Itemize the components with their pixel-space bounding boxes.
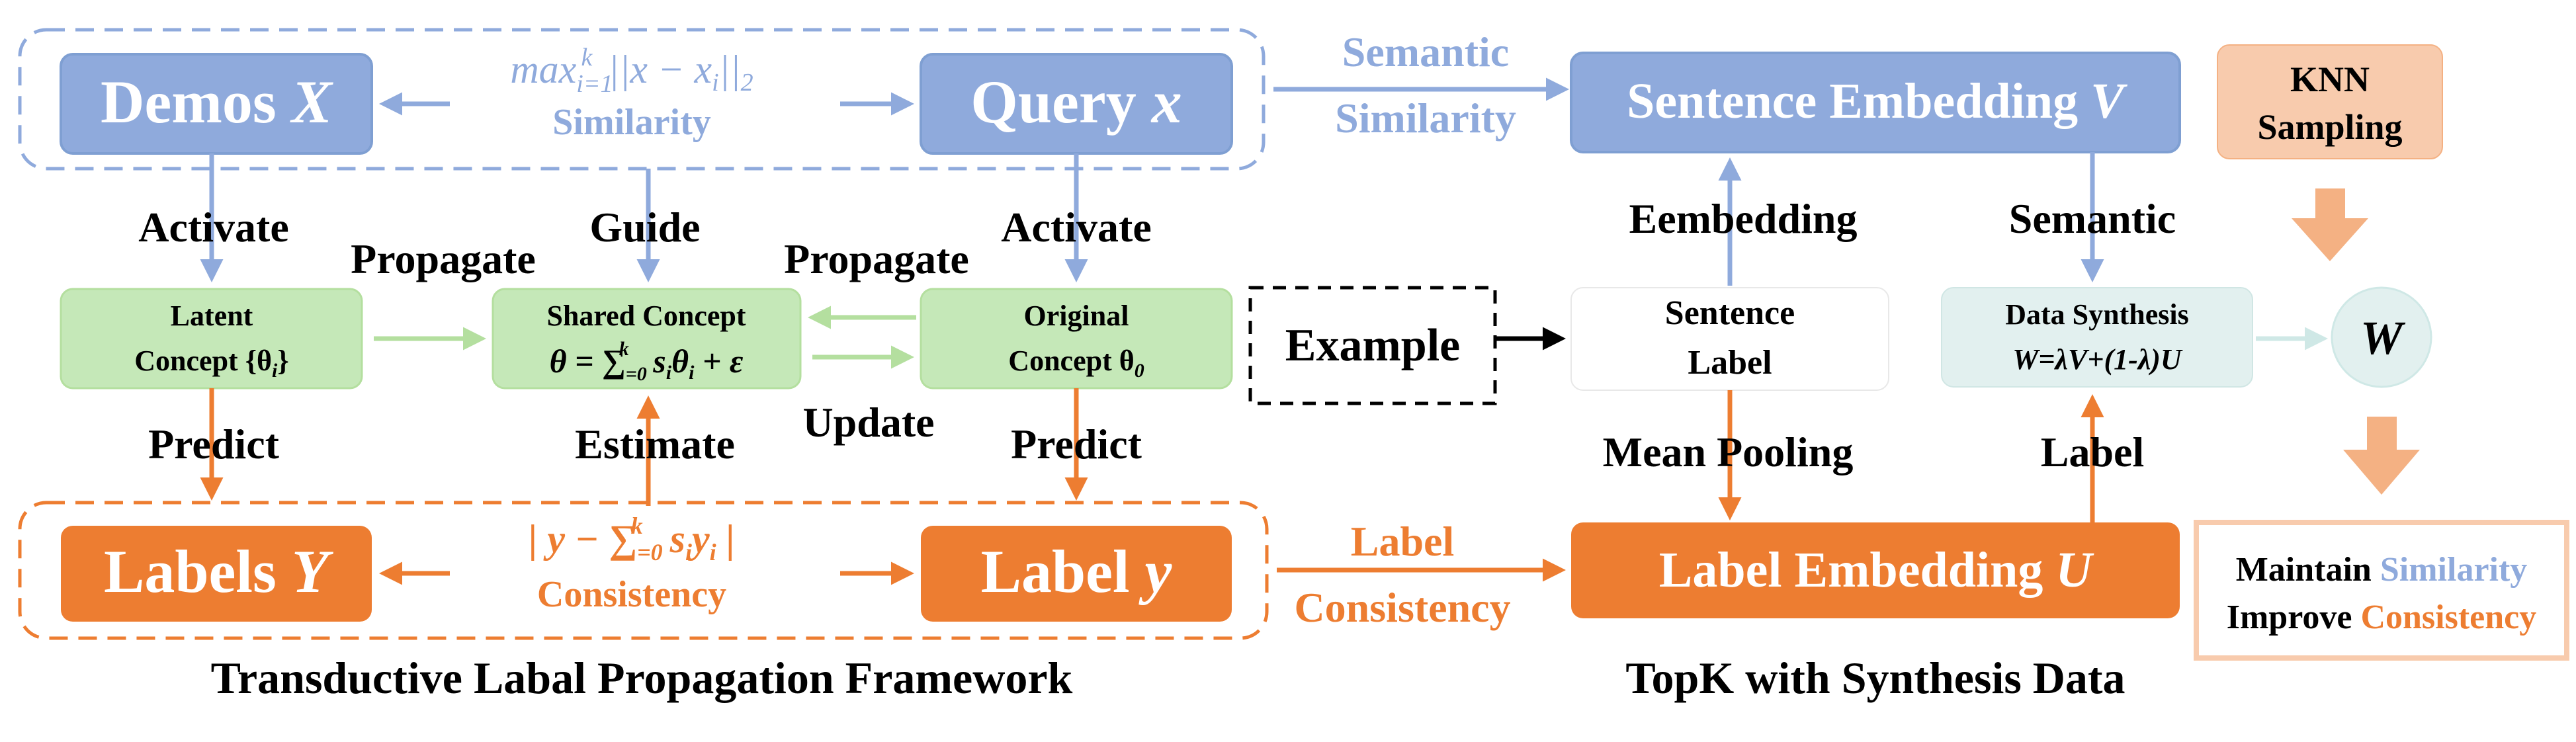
- mid-similarity-label: Similarity: [1335, 95, 1516, 142]
- propagate-right-label: Propagate: [784, 235, 969, 282]
- maintain-line: Maintain Similarity: [2236, 551, 2528, 589]
- labels-node: Labels Y: [61, 526, 372, 622]
- sentence-embedding-var: V: [2090, 73, 2127, 129]
- original-line2: Concept θ0: [1008, 345, 1144, 382]
- demos-label: Demos: [101, 68, 292, 136]
- label-node: Label y: [921, 526, 1232, 622]
- mid-label-label: Label: [1351, 518, 1454, 565]
- semantic-right-label: Semantic: [2009, 195, 2176, 242]
- estimate-label: Estimate: [575, 421, 735, 468]
- w-node: W: [2331, 286, 2432, 388]
- topk-title: TopK with Synthesis Data: [1625, 653, 2125, 703]
- activate-left-label: Activate: [138, 204, 288, 251]
- predict-right-label: Predict: [1011, 421, 1142, 468]
- w-label: W: [2360, 311, 2406, 364]
- framework-title: Transductive Labal Propagation Framework: [211, 653, 1073, 703]
- similarity-group-frame: [18, 28, 1266, 171]
- query-var: x: [1150, 68, 1182, 136]
- update-label: Update: [802, 399, 934, 446]
- mean-pooling-label: Mean Pooling: [1603, 429, 1854, 475]
- mid-consistency-label: Consistency: [1294, 584, 1510, 631]
- latent-line1: Latent: [171, 300, 253, 332]
- label-embedding-label: Label Embedding: [1659, 542, 2056, 598]
- svg-text:Query x: Query x: [970, 68, 1181, 136]
- svg-text:Sentence Embedding V: Sentence Embedding V: [1627, 73, 2127, 129]
- labels-var: Y: [292, 538, 334, 605]
- down-arrow-knn-to-w: [2292, 188, 2368, 261]
- sentence-label-line1: Sentence: [1665, 294, 1795, 332]
- outcome-node: Maintain Similarity Improve Consistency: [2194, 520, 2569, 661]
- original-line1: Original: [1024, 300, 1129, 332]
- example-node: Example: [1248, 286, 1497, 405]
- svg-text:Labels Y: Labels Y: [104, 538, 334, 605]
- latent-line2: Concept {θi}: [134, 345, 288, 382]
- original-concept-node: Original Concept θ0: [920, 288, 1233, 390]
- improve-line: Improve Consistency: [2227, 598, 2537, 636]
- knn-line1: KNN: [2290, 60, 2370, 99]
- svg-text:Label Embedding U: Label Embedding U: [1659, 542, 2095, 598]
- consistency-group-frame: [18, 501, 1269, 640]
- down-arrow-w-to-outcome: [2343, 417, 2420, 495]
- svg-text:Demos X: Demos X: [101, 68, 334, 136]
- label-right-label: Label: [2041, 429, 2144, 475]
- svg-text:Label y: Label y: [981, 538, 1173, 605]
- mid-semantic-label: Semantic: [1342, 28, 1509, 75]
- label-label: Label: [981, 538, 1145, 605]
- sentence-label-node: Sentence Label: [1570, 287, 1889, 391]
- example-label: Example: [1285, 320, 1460, 371]
- similarity-label: Similarity: [552, 102, 711, 143]
- consistency-label: Consistency: [537, 574, 726, 615]
- query-node: Query x: [920, 53, 1233, 155]
- consistency-formula: | y − ∑=0k siyi |: [529, 513, 735, 565]
- knn-sampling-node: KNN Sampling: [2217, 44, 2443, 159]
- sentence-embedding-label: Sentence Embedding: [1627, 73, 2090, 129]
- label-embedding-node: Label Embedding U: [1571, 522, 2180, 618]
- knn-line2: Sampling: [2257, 107, 2402, 147]
- sentence-embedding-node: Sentence Embedding V: [1570, 52, 2181, 153]
- label-embedding-var: U: [2055, 542, 2094, 598]
- shared-line2: θ = ∑=0k siθi + ε: [550, 338, 744, 385]
- data-synthesis-node: Data Synthesis W=λV+(1-λ)U: [1941, 287, 2253, 388]
- sentence-label-line2: Label: [1688, 344, 1772, 382]
- shared-line1: Shared Concept: [546, 300, 746, 332]
- query-label: Query: [970, 68, 1151, 136]
- latent-concept-node: Latent Concept {θi}: [60, 288, 363, 390]
- predict-left-label: Predict: [148, 421, 280, 468]
- eembedding-label: Eembedding: [1629, 195, 1858, 242]
- similarity-formula: maxi=1k||x − xi||2: [510, 44, 753, 98]
- shared-concept-node: Shared Concept θ = ∑=0k siθi + ε: [492, 288, 802, 390]
- demos-node: Demos X: [60, 53, 373, 155]
- demos-var: X: [290, 68, 334, 136]
- propagate-left-label: Propagate: [351, 235, 536, 282]
- data-synthesis-line1: Data Synthesis: [2005, 298, 2189, 331]
- guide-label: Guide: [589, 204, 700, 251]
- data-synthesis-line2: W=λV+(1-λ)U: [2012, 343, 2183, 376]
- activate-right-label: Activate: [1001, 204, 1151, 251]
- labels-label: Labels: [104, 538, 292, 605]
